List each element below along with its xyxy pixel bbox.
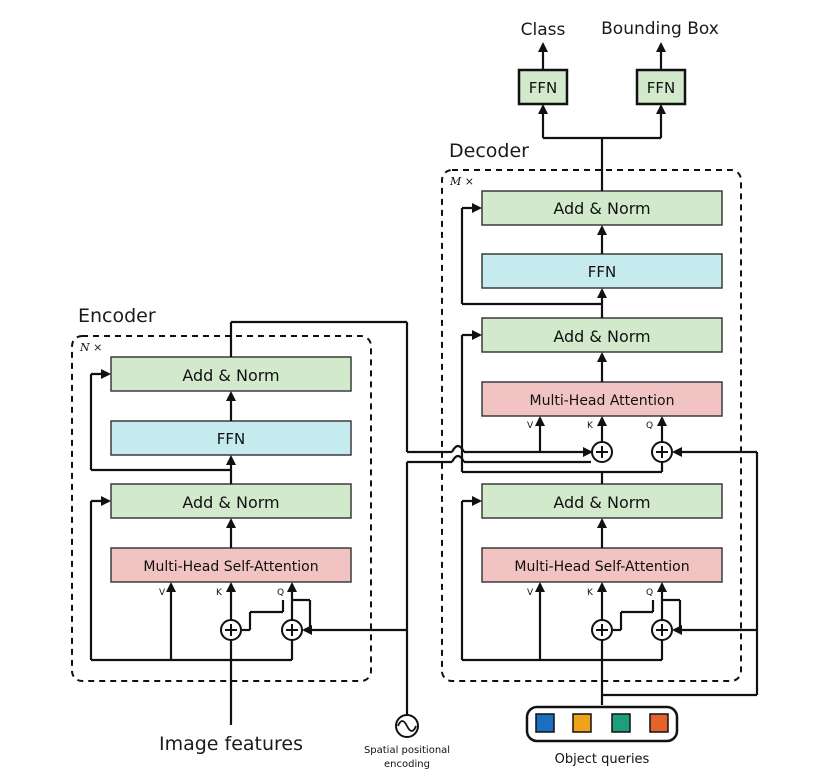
image-features-label: Image features xyxy=(159,733,303,755)
decoder-cross-attention: Multi-Head Attention xyxy=(481,381,723,417)
object-query-1 xyxy=(535,713,555,733)
encoder-k-label: K xyxy=(216,588,223,598)
svg-text:Add & Norm: Add & Norm xyxy=(182,493,279,512)
class-output-label: Class xyxy=(521,20,566,40)
svg-text:Add & Norm: Add & Norm xyxy=(553,199,650,218)
decoder-add-norm-top: Add & Norm xyxy=(481,190,723,226)
decoder-wires xyxy=(460,42,759,705)
svg-text:FFN: FFN xyxy=(217,430,245,448)
spatial-encoding-label-line2: encoding xyxy=(384,759,430,770)
object-queries-container xyxy=(525,705,679,743)
decoder-v-bottom-label: V xyxy=(527,588,534,598)
svg-text:FFN: FFN xyxy=(647,79,675,97)
svg-text:Add & Norm: Add & Norm xyxy=(553,493,650,512)
encoder-wires xyxy=(89,320,593,725)
decoder-self-attention: Multi-Head Self-Attention xyxy=(481,547,723,583)
object-queries-label: Object queries xyxy=(555,752,650,767)
bbox-output-label: Bounding Box xyxy=(601,19,719,39)
encoder-self-attention: Multi-Head Self-Attention xyxy=(110,547,352,583)
bbox-ffn-head: FFN xyxy=(635,68,687,106)
object-query-4 xyxy=(649,713,669,733)
encoder-q-label: Q xyxy=(277,588,284,598)
decoder-k-top-label: K xyxy=(587,421,594,431)
encoder-ffn: FFN xyxy=(110,420,352,456)
encoder-add-norm-bottom: Add & Norm xyxy=(110,483,352,519)
object-query-2 xyxy=(572,713,592,733)
svg-text:FFN: FFN xyxy=(588,263,616,281)
decoder-add-norm-bottom: Add & Norm xyxy=(481,483,723,519)
svg-text:Multi-Head Attention: Multi-Head Attention xyxy=(530,393,675,409)
decoder-plus-k-top xyxy=(591,441,613,463)
object-query-3 xyxy=(611,713,631,733)
encoder-plus-k xyxy=(220,619,242,641)
encoder-add-norm-top: Add & Norm xyxy=(110,356,352,392)
class-ffn-head: FFN xyxy=(517,68,569,106)
spatial-encoding-label-line1: Spatial positional xyxy=(364,745,450,756)
decoder-q-bottom-label: Q xyxy=(646,588,653,598)
decoder-title: Decoder xyxy=(449,140,529,162)
svg-text:Multi-Head Self-Attention: Multi-Head Self-Attention xyxy=(143,559,318,575)
decoder-q-top-label: Q xyxy=(646,421,653,431)
decoder-plus-q-bottom xyxy=(651,619,673,641)
svg-text:Add & Norm: Add & Norm xyxy=(182,366,279,385)
encoder-stack-frame xyxy=(71,335,372,682)
decoder-ffn: FFN xyxy=(481,253,723,289)
encoder-v-label: V xyxy=(159,588,166,598)
encoder-repeat-label: N × xyxy=(79,341,102,354)
sine-wave-icon xyxy=(395,714,419,738)
decoder-plus-q-top xyxy=(651,441,673,463)
encoder-plus-q xyxy=(281,619,303,641)
svg-text:Multi-Head Self-Attention: Multi-Head Self-Attention xyxy=(514,559,689,575)
decoder-repeat-label: M × xyxy=(449,175,474,188)
svg-text:FFN: FFN xyxy=(529,79,557,97)
encoder-title: Encoder xyxy=(78,305,156,327)
decoder-v-top-label: V xyxy=(527,421,534,431)
decoder-k-bottom-label: K xyxy=(587,588,594,598)
decoder-add-norm-mid: Add & Norm xyxy=(481,317,723,353)
decoder-stack-frame xyxy=(441,169,742,682)
svg-text:Add & Norm: Add & Norm xyxy=(553,327,650,346)
decoder-plus-k-bottom xyxy=(591,619,613,641)
